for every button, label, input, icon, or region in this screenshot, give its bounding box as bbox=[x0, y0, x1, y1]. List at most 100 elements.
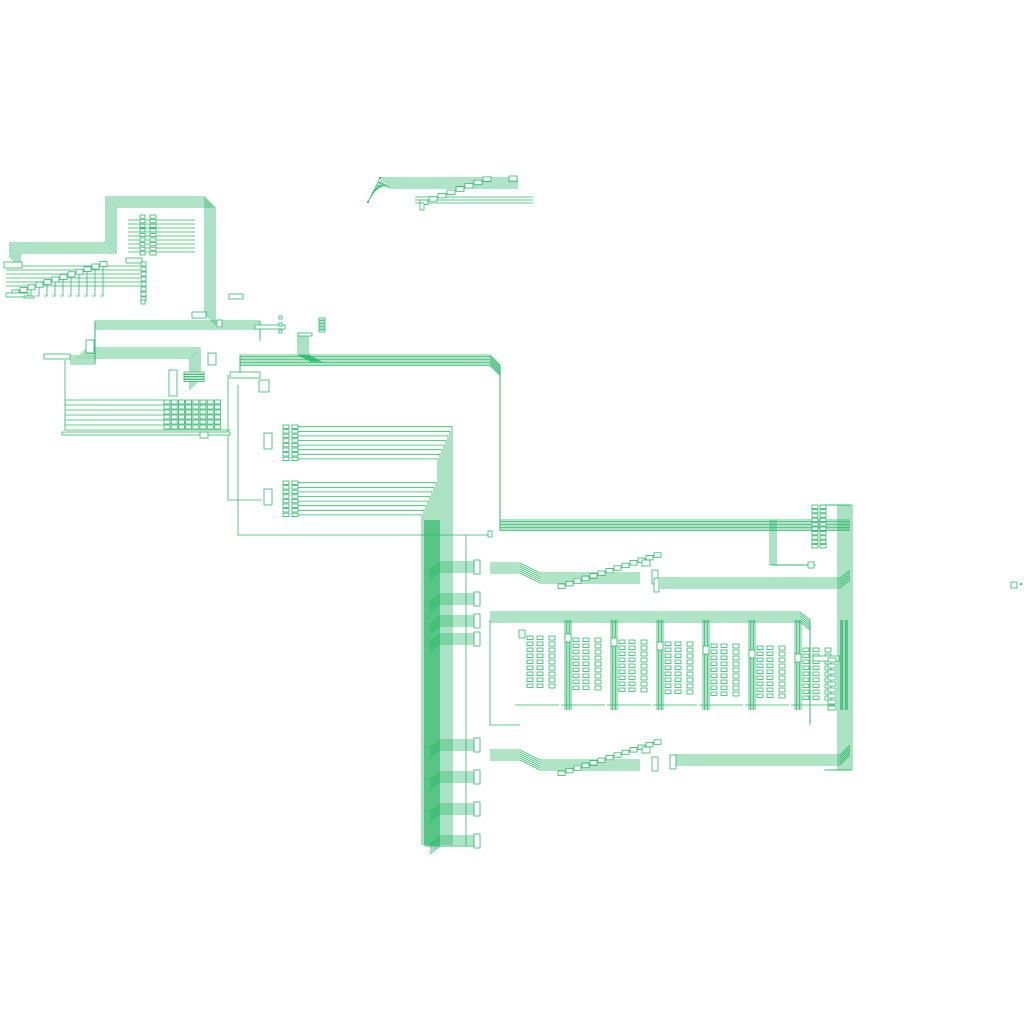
memory-cell[interactable] bbox=[536, 677, 544, 682]
pin-block[interactable] bbox=[183, 379, 205, 382]
memory-cell[interactable] bbox=[594, 637, 602, 643]
memory-cell[interactable] bbox=[548, 665, 556, 671]
memory-cell[interactable] bbox=[710, 685, 718, 690]
memory-cell[interactable] bbox=[548, 641, 556, 647]
output-port[interactable] bbox=[5, 292, 29, 298]
register-cell[interactable] bbox=[819, 544, 827, 549]
memory-cell[interactable] bbox=[756, 645, 764, 650]
memory-cell[interactable] bbox=[686, 659, 694, 665]
decoder-cell[interactable] bbox=[291, 494, 299, 499]
memory-cell[interactable] bbox=[618, 687, 626, 692]
register-cell[interactable] bbox=[170, 414, 178, 420]
pin-block[interactable] bbox=[318, 320, 326, 324]
memory-cell[interactable] bbox=[674, 665, 682, 670]
memory-cell[interactable] bbox=[618, 675, 626, 680]
register-cell[interactable] bbox=[206, 419, 214, 425]
memory-cell[interactable] bbox=[572, 661, 580, 666]
register-cell[interactable] bbox=[139, 237, 146, 242]
register-cell[interactable] bbox=[185, 399, 193, 405]
memory-cell[interactable] bbox=[582, 685, 590, 690]
register-cell[interactable] bbox=[170, 399, 178, 405]
memory-cell[interactable] bbox=[756, 663, 764, 668]
register-cell[interactable] bbox=[177, 399, 185, 405]
memory-cell[interactable] bbox=[778, 675, 786, 681]
memory-cell[interactable] bbox=[766, 687, 774, 692]
memory-cell[interactable] bbox=[710, 655, 718, 660]
adder-cell[interactable] bbox=[597, 757, 606, 763]
memory-cell[interactable] bbox=[628, 651, 636, 656]
adder-cell[interactable] bbox=[473, 179, 483, 186]
memory-cell[interactable] bbox=[536, 683, 544, 688]
register-cell[interactable] bbox=[206, 414, 214, 420]
memory-cell[interactable] bbox=[812, 647, 820, 652]
register-cell[interactable] bbox=[213, 399, 221, 405]
memory-cell[interactable] bbox=[548, 671, 556, 677]
memory-cell[interactable] bbox=[686, 647, 694, 653]
output-cell[interactable] bbox=[827, 675, 837, 681]
register-cell[interactable] bbox=[811, 539, 819, 545]
memory-cell[interactable] bbox=[664, 653, 672, 658]
output-cell[interactable] bbox=[827, 699, 837, 705]
memory-cell[interactable] bbox=[732, 685, 740, 691]
register-cell[interactable] bbox=[199, 409, 207, 415]
adder-cell[interactable] bbox=[597, 570, 606, 576]
adder-cell[interactable] bbox=[59, 273, 68, 280]
memory-cell[interactable] bbox=[618, 669, 626, 674]
memory-cell[interactable] bbox=[664, 659, 672, 664]
memory-cell[interactable] bbox=[824, 647, 832, 653]
input-port[interactable] bbox=[43, 353, 71, 360]
memory-cell[interactable] bbox=[778, 669, 786, 675]
decoder-cell[interactable] bbox=[291, 512, 299, 518]
memory-cell[interactable] bbox=[732, 691, 740, 697]
memory-cell[interactable] bbox=[572, 673, 580, 678]
adder-cell[interactable] bbox=[645, 555, 654, 561]
pin-block[interactable] bbox=[140, 276, 147, 282]
memory-cell[interactable] bbox=[572, 667, 580, 672]
memory-cell[interactable] bbox=[582, 655, 590, 660]
register-cell[interactable] bbox=[163, 419, 171, 425]
pin-block[interactable] bbox=[318, 317, 326, 321]
adder-cell[interactable] bbox=[629, 560, 638, 566]
carry-block[interactable] bbox=[641, 559, 651, 567]
memory-cell[interactable] bbox=[686, 683, 694, 689]
bus-connector[interactable] bbox=[191, 311, 207, 319]
adder-cell[interactable] bbox=[557, 583, 566, 589]
decoder-cell[interactable] bbox=[291, 498, 299, 504]
memory-cell[interactable] bbox=[802, 671, 810, 676]
register-cell[interactable] bbox=[213, 414, 221, 420]
memory-cell[interactable] bbox=[640, 651, 648, 657]
memory-cell[interactable] bbox=[674, 647, 682, 652]
register-cell[interactable] bbox=[163, 414, 171, 420]
bus-connector[interactable] bbox=[297, 332, 313, 337]
memory-cell[interactable] bbox=[720, 685, 728, 690]
mux-block[interactable] bbox=[258, 379, 270, 393]
adder-cell[interactable] bbox=[621, 749, 630, 756]
adder-cell[interactable] bbox=[455, 186, 465, 192]
memory-cell[interactable] bbox=[720, 673, 728, 678]
decoder-cell[interactable] bbox=[282, 503, 290, 508]
memory-cell[interactable] bbox=[812, 689, 820, 694]
bus-connector[interactable] bbox=[473, 801, 481, 817]
output-cell[interactable] bbox=[827, 657, 837, 663]
bus-connector[interactable] bbox=[651, 756, 659, 772]
pin-block[interactable] bbox=[278, 315, 283, 320]
memory-cell[interactable] bbox=[628, 669, 636, 674]
register-cell[interactable] bbox=[177, 419, 185, 425]
memory-cell[interactable] bbox=[526, 671, 534, 676]
memory-cell[interactable] bbox=[594, 679, 602, 685]
output-cell[interactable] bbox=[827, 669, 837, 675]
register-cell[interactable] bbox=[213, 424, 221, 430]
memory-cell[interactable] bbox=[526, 677, 534, 682]
memory-cell[interactable] bbox=[594, 673, 602, 679]
bus-connector[interactable] bbox=[473, 591, 481, 607]
memory-cell[interactable] bbox=[582, 679, 590, 684]
register-cell[interactable] bbox=[185, 409, 193, 415]
memory-cell[interactable] bbox=[756, 675, 764, 680]
register-cell[interactable] bbox=[192, 409, 200, 415]
adder-cell[interactable] bbox=[621, 562, 630, 569]
register-cell[interactable] bbox=[163, 424, 171, 430]
memory-cell[interactable] bbox=[548, 683, 556, 689]
memory-cell[interactable] bbox=[618, 657, 626, 662]
decoder-block[interactable] bbox=[263, 488, 273, 506]
register-cell[interactable] bbox=[819, 522, 827, 527]
